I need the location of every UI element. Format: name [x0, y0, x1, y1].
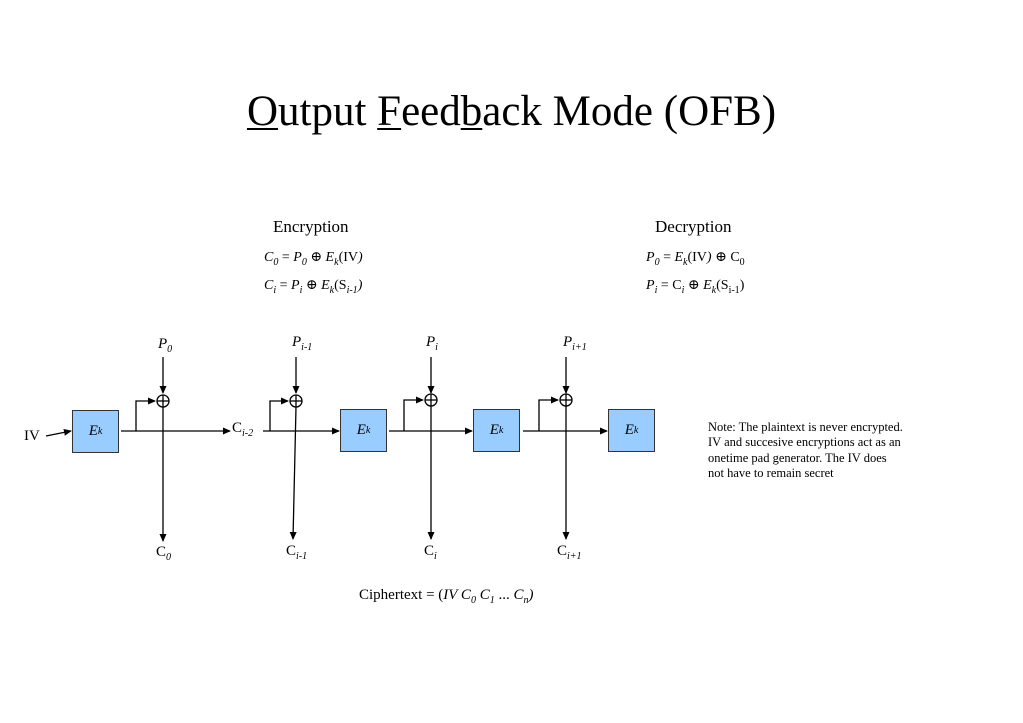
- cim1-label: Ci-1: [286, 543, 308, 562]
- decryption-formula-general: Pi = Ci ⊕ Ek(Si-1): [646, 278, 745, 296]
- ciphertext-formula: Ciphertext = (IV C0 C1 ... Cn): [359, 587, 534, 606]
- cim2-label: Ci-2: [232, 420, 254, 439]
- decryption-formula-initial: P0 = Ek(IV) ⊕ C0: [646, 250, 745, 268]
- note-text: Note: The plaintext is never encrypted. …: [708, 420, 903, 480]
- decryption-heading: Decryption: [655, 217, 732, 236]
- pim1-label: Pi-1: [292, 334, 313, 353]
- iv-label: IV: [24, 428, 40, 444]
- iv-arrow: [45, 428, 72, 437]
- feed-3: [538, 396, 559, 431]
- cip1-label: Ci+1: [557, 543, 582, 562]
- pi-label: Pi: [426, 334, 438, 353]
- c0-label: C0: [156, 544, 172, 563]
- feed-0: [135, 397, 156, 431]
- encryption-formula-initial: C0 = P0 ⊕ Ek(IV): [264, 250, 363, 268]
- feed-2: [403, 396, 424, 431]
- feed-1: [269, 397, 289, 431]
- page-title: Output Feedback Mode (OFB): [246, 88, 777, 135]
- ci-label: Ci: [424, 543, 437, 562]
- encryption-heading: Encryption: [273, 217, 349, 236]
- cim1-arrow: [289, 406, 297, 540]
- pip1-label: Pi+1: [563, 334, 587, 353]
- p0-label: P0: [158, 336, 173, 355]
- encryption-formula-general: Ci = Pi ⊕ Ek(Si-1): [264, 278, 363, 296]
